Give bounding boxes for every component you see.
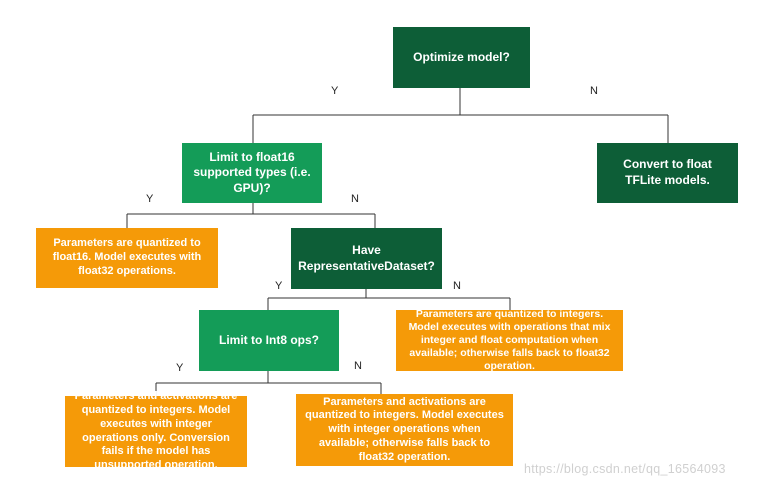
- optimize-model-node: Optimize model?: [393, 27, 530, 88]
- float16-result-node: Parameters are quantized to float16. Mod…: [36, 228, 218, 288]
- limit-float16-node: Limit to float16 supported types (i.e. G…: [182, 143, 322, 203]
- edge-label-optimize-no: N: [590, 85, 598, 97]
- edge-label-float16-no: N: [351, 193, 359, 205]
- int8-fallback-result-node: Parameters and activations are quantized…: [296, 394, 513, 466]
- limit-int8-node: Limit to Int8 ops?: [199, 310, 339, 371]
- int8-only-result-node: Parameters and activations are quantized…: [65, 390, 247, 471]
- edge-label-int8-yes: Y: [176, 362, 184, 374]
- edge-label-int8-no: N: [354, 360, 362, 372]
- mixed-result-node: Parameters are quantized to integers. Mo…: [396, 308, 623, 372]
- watermark-text: https://blog.csdn.net/qq_16564093: [524, 462, 726, 476]
- have-dataset-node: Have RepresentativeDataset?: [291, 228, 442, 289]
- edge-label-optimize-yes: Y: [331, 85, 339, 97]
- convert-float-node: Convert to float TFLite models.: [597, 143, 738, 203]
- edge-label-dataset-yes: Y: [275, 280, 283, 292]
- edge-label-dataset-no: N: [453, 280, 461, 292]
- edge-label-float16-yes: Y: [146, 193, 154, 205]
